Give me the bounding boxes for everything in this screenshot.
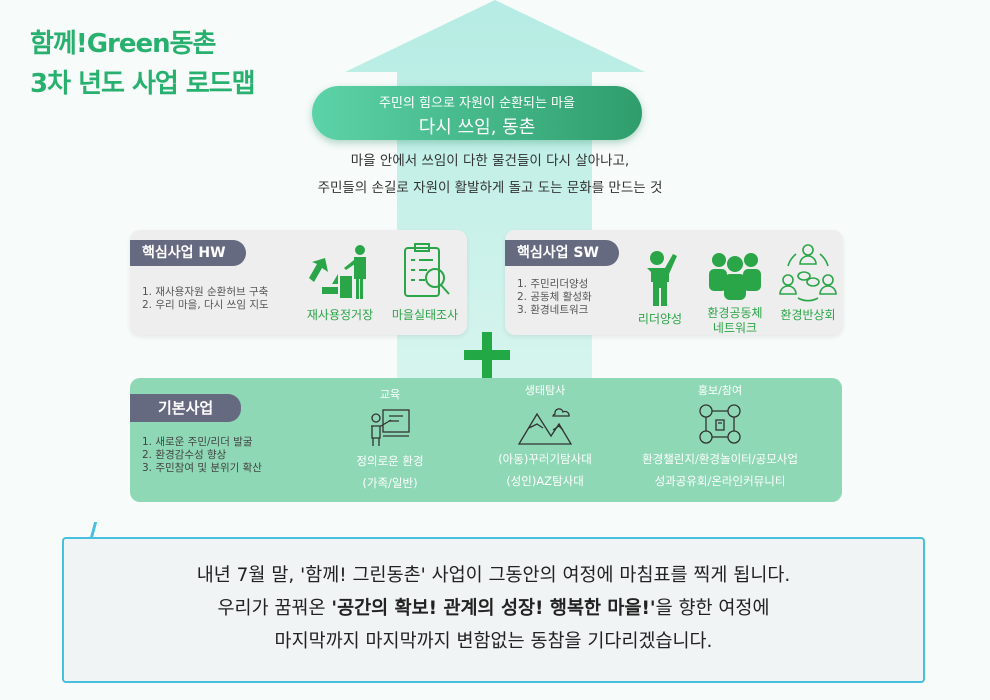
vision-subtitle: 주민의 힘으로 자원이 순환되는 마을 xyxy=(379,96,575,111)
list-item: 1. 재사용자원 순환허브 구축 xyxy=(142,286,269,298)
description-line2: 주민들의 손길로 자원이 활발하게 돌고 도는 문화를 만드는 것 xyxy=(317,180,663,196)
icon-label: 재사용정거장 xyxy=(306,308,374,322)
community-network-item: 환경공동체 네트워크 xyxy=(695,248,775,336)
message-line2: 우리가 꿈꿔온 '공간의 확보! 관계의 성장! 행복한 마을!'을 향한 여정… xyxy=(64,592,923,625)
message-line1: 내년 7월 말, '함께! 그린동촌' 사업이 그동안의 여정에 마침표를 찍게… xyxy=(196,565,791,586)
meeting-icon xyxy=(779,244,837,302)
vision-title: 다시 쓰임, 동촌 xyxy=(418,117,536,138)
icon-label: 환경반상회 xyxy=(780,308,836,322)
group-icon xyxy=(709,253,761,300)
mountain-icon xyxy=(517,408,573,445)
icon-label-line2: 네트워크 xyxy=(712,321,758,335)
title-line2: 3차 년도 사업 로드맵 xyxy=(30,69,256,99)
core-sw-tag: 핵심사업 SW xyxy=(505,240,619,266)
column-head: 교육 xyxy=(379,388,401,401)
recycle-person-icon xyxy=(309,245,366,299)
icon-label: 마을실태조사 xyxy=(391,308,459,322)
promotion-column: 홍보/참여 환경챌린지/환경놀이터/공모사업 성과공유회/온라인커뮤니티 xyxy=(620,384,820,492)
core-hw-card: 핵심사업 HW 1. 재사용자원 순환허브 구축 2. 우리 마을, 다시 쓰임… xyxy=(130,230,467,335)
list-item: 1. 새로운 주민/리더 발굴 xyxy=(142,436,253,448)
core-sw-list: 1. 주민리더양성 2. 공동체 활성화 3. 환경네트워크 xyxy=(517,278,592,317)
core-hw-list: 1. 재사용자원 순환허브 구축 2. 우리 마을, 다시 쓰임 지도 xyxy=(142,286,269,312)
column-line2: (성인)AZ탐사대 xyxy=(506,474,584,488)
plus-icon xyxy=(464,332,510,378)
teacher-icon xyxy=(371,409,410,446)
survey-item: 마을실태조사 xyxy=(385,242,465,323)
page-title: 함께!Green동촌 3차 년도 사업 로드맵 xyxy=(30,24,256,104)
icon-label: 환경공동체 xyxy=(707,306,763,320)
message-line3: 마지막까지 마지막까지 변함없는 동참을 기다리겠습니다. xyxy=(274,631,713,652)
list-item: 1. 주민리더양성 xyxy=(517,278,589,290)
column-line2: 성과공유회/온라인커뮤니티 xyxy=(654,474,786,488)
message-line2-post: 을 향한 여정에 xyxy=(655,598,770,619)
column-head: 생태탐사 xyxy=(524,384,566,397)
list-item: 3. 주민참여 및 분위기 확산 xyxy=(142,462,262,474)
leader-icon xyxy=(647,251,677,306)
social-media-icon xyxy=(699,404,741,444)
list-item: 2. 우리 마을, 다시 쓰임 지도 xyxy=(142,299,269,311)
icon-label: 리더양성 xyxy=(637,312,683,326)
basic-tag: 기본사업 xyxy=(130,394,242,422)
list-item: 3. 환경네트워크 xyxy=(517,304,589,316)
closing-message-box: 내년 7월 말, '함께! 그린동촌' 사업이 그동안의 여정에 마침표를 찍게… xyxy=(62,537,925,683)
vision-description: 마을 안에서 쓰임이 다한 물건들이 다시 살아나고, 주민들의 손길로 자원이… xyxy=(240,148,740,202)
column-line1: (아동)꾸러기탐사대 xyxy=(498,452,592,466)
column-line2: (가족/일반) xyxy=(362,476,418,490)
clipboard-search-icon xyxy=(404,243,450,297)
list-item: 2. 환경감수성 향상 xyxy=(142,449,227,461)
eco-exploration-column: 생태탐사 (아동)꾸러기탐사대 (성인)AZ탐사대 xyxy=(475,384,615,492)
quote-tick-decoration xyxy=(89,522,98,538)
basic-project-card: 기본사업 1. 새로운 주민/리더 발굴 2. 환경감수성 향상 3. 주민참여… xyxy=(130,378,842,502)
vision-banner: 주민의 힘으로 자원이 순환되는 마을 다시 쓰임, 동촌 xyxy=(312,86,642,140)
basic-list: 1. 새로운 주민/리더 발굴 2. 환경감수성 향상 3. 주민참여 및 분위… xyxy=(142,436,262,475)
message-line2-pre: 우리가 꿈꿔온 xyxy=(217,598,332,619)
title-line1: 함께!Green동촌 xyxy=(30,29,216,59)
reuse-station-item: 재사용정거장 xyxy=(300,242,380,323)
core-hw-tag: 핵심사업 HW xyxy=(130,240,246,266)
education-column: 교육 정의로운 환경 (가족/일반) xyxy=(330,388,450,494)
column-line1: 환경챌린지/환경놀이터/공모사업 xyxy=(642,452,798,466)
message-line2-bold: '공간의 확보! 관계의 성장! 행복한 마을!' xyxy=(331,598,656,619)
core-sw-card: 핵심사업 SW 1. 주민리더양성 2. 공동체 활성화 3. 환경네트워크 리… xyxy=(505,230,843,335)
column-head: 홍보/참여 xyxy=(697,384,743,397)
list-item: 2. 공동체 활성화 xyxy=(517,291,592,303)
column-line1: 정의로운 환경 xyxy=(356,454,424,468)
neighborhood-meeting-item: 환경반상회 xyxy=(773,242,843,323)
leader-training-item: 리더양성 xyxy=(625,250,695,327)
description-line1: 마을 안에서 쓰임이 다한 물건들이 다시 살아나고, xyxy=(350,153,630,169)
